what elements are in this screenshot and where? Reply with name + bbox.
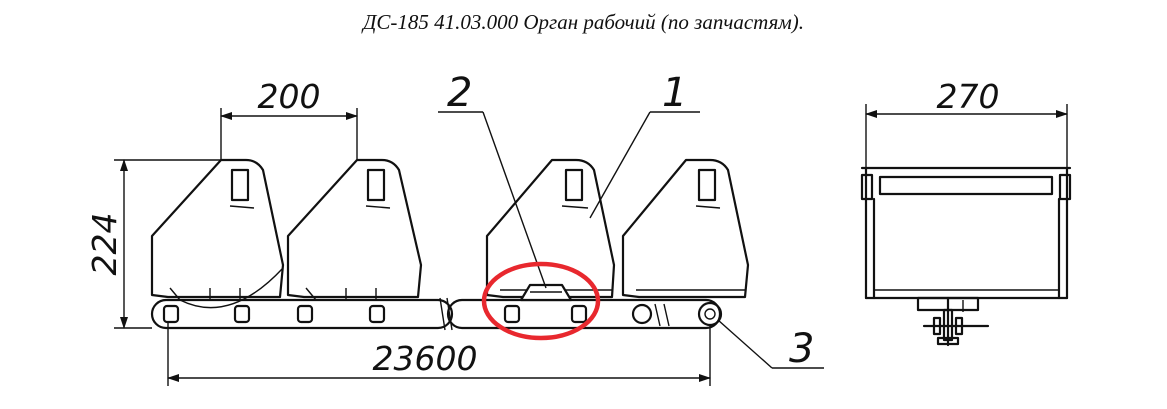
callout-label-2: 2 [447, 70, 472, 116]
chain-pins [162, 301, 723, 327]
dimension-23600: 23600 [167, 322, 711, 386]
callout-2: 2 [438, 70, 547, 289]
dimension-label-270: 270 [937, 77, 1000, 116]
bucket [150, 158, 290, 309]
dimension-200: 200 [220, 77, 358, 160]
callout-label-3: 3 [789, 326, 814, 372]
bucket [286, 158, 423, 301]
attachment-bracket [519, 283, 573, 302]
dimension-label-224: 224 [85, 213, 124, 276]
dimension-label-23600: 23600 [373, 339, 478, 378]
bucket [485, 158, 616, 299]
drawing-title: ДС-185 41.03.000 Орган рабочий (по запча… [363, 10, 804, 34]
dimension-label-200: 200 [258, 77, 321, 116]
callout-label-1: 1 [662, 70, 687, 116]
highlight-ellipse [481, 261, 601, 341]
bucket [621, 158, 750, 299]
dimension-224: 224 [85, 159, 221, 329]
callout-1: 1 [589, 70, 700, 219]
side-view: 270 [860, 77, 1072, 347]
callout-3: 3 [717, 319, 824, 372]
